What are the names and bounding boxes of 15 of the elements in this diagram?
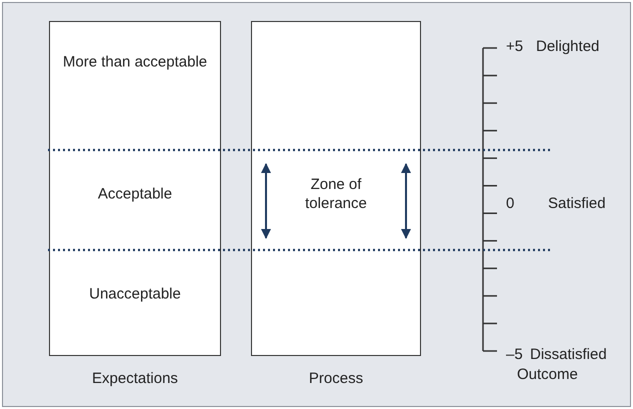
scale-value: –5 xyxy=(506,345,523,364)
zone-label: Acceptable xyxy=(96,184,174,204)
axis-title: Outcome xyxy=(517,365,578,384)
rating-label: Dissatisfied xyxy=(530,345,607,364)
scale-column xyxy=(251,21,421,356)
scale-column xyxy=(49,21,221,356)
column-caption: Process xyxy=(308,369,364,388)
rating-label: Delighted xyxy=(536,37,600,56)
zone-label: More than acceptable xyxy=(62,52,208,72)
zone-label: Unacceptable xyxy=(88,284,182,304)
rating-label: Satisfied xyxy=(548,194,606,213)
scale-value: 0 xyxy=(506,194,514,213)
column-caption: Expectations xyxy=(91,369,179,388)
zone-label: Zone of tolerance xyxy=(304,175,368,213)
scale-value: +5 xyxy=(506,37,524,56)
